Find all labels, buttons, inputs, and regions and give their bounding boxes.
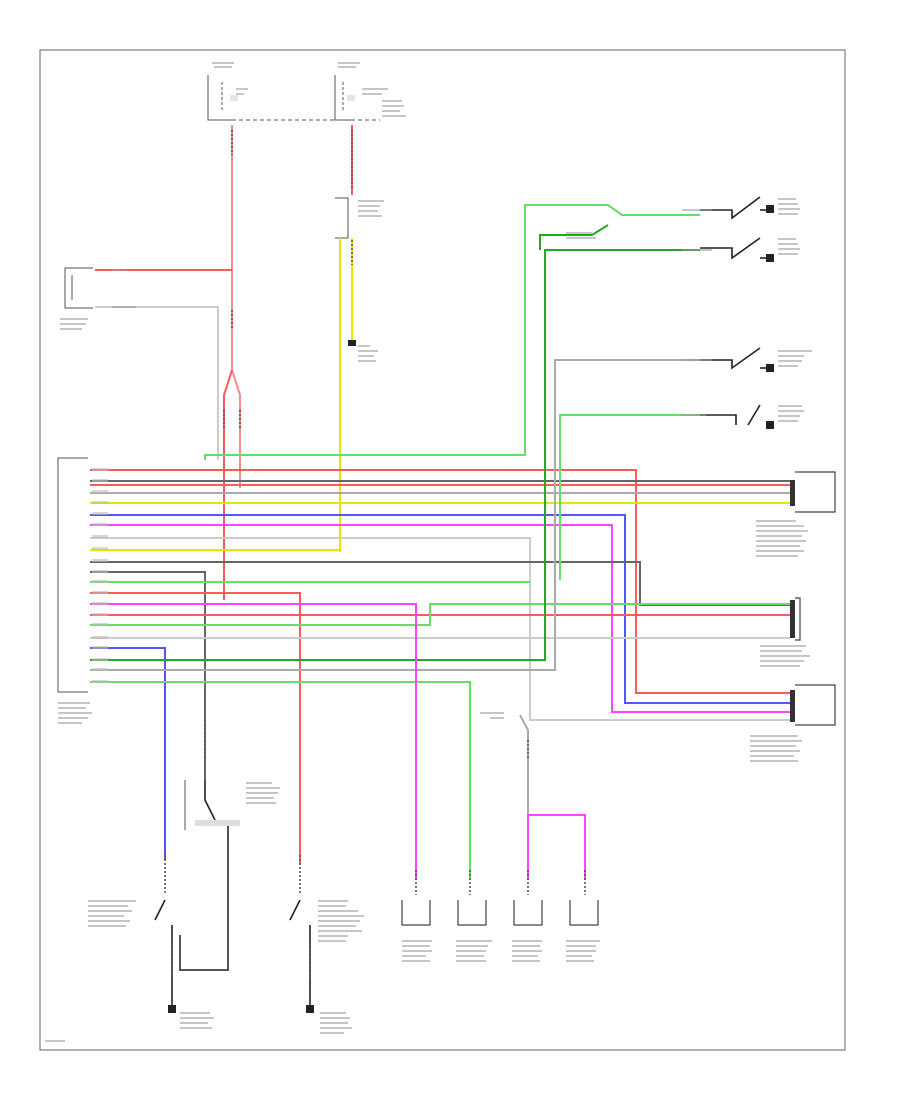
pin-labels xyxy=(92,468,108,683)
wire-green-crossover xyxy=(539,224,609,250)
harness-bundle xyxy=(90,249,790,880)
switch-icon xyxy=(700,347,774,372)
wire-green-switch-4 xyxy=(559,414,700,580)
switch-icon xyxy=(184,780,240,840)
connector-icon xyxy=(164,130,586,980)
wire-magenta-splice xyxy=(528,814,586,880)
wire-green-switch-1 xyxy=(204,204,700,460)
fuse-icon xyxy=(347,95,355,101)
fuse-icon xyxy=(230,95,238,101)
lamp-box xyxy=(569,900,599,926)
wire-pink-fuse xyxy=(231,125,241,488)
switch-icon xyxy=(700,237,774,262)
relay-right xyxy=(335,197,349,239)
control-module xyxy=(57,457,88,693)
ground-icon xyxy=(306,1005,314,1013)
switch-icon xyxy=(154,899,176,1013)
label-blocks xyxy=(45,62,812,1042)
ground-icon xyxy=(348,340,356,346)
wire-gray-relay xyxy=(95,306,219,460)
switch-icon xyxy=(700,196,774,220)
connector-module-top xyxy=(790,471,836,513)
connector-module-middle xyxy=(790,597,801,641)
wire-gray-splice xyxy=(519,714,529,815)
lamp-box xyxy=(401,900,431,926)
connector-module-bottom xyxy=(790,684,836,726)
lamp-box xyxy=(457,900,487,926)
power-relay xyxy=(64,267,93,309)
wire-black-loop xyxy=(179,840,229,971)
wire-red-branch xyxy=(223,369,233,600)
diagram-frame xyxy=(39,49,846,1051)
switch-icon xyxy=(700,404,774,429)
fuse-block-right xyxy=(232,75,380,121)
ground-icon xyxy=(168,1005,176,1013)
lamp-box xyxy=(513,900,543,926)
fuse-block-left xyxy=(207,75,238,121)
